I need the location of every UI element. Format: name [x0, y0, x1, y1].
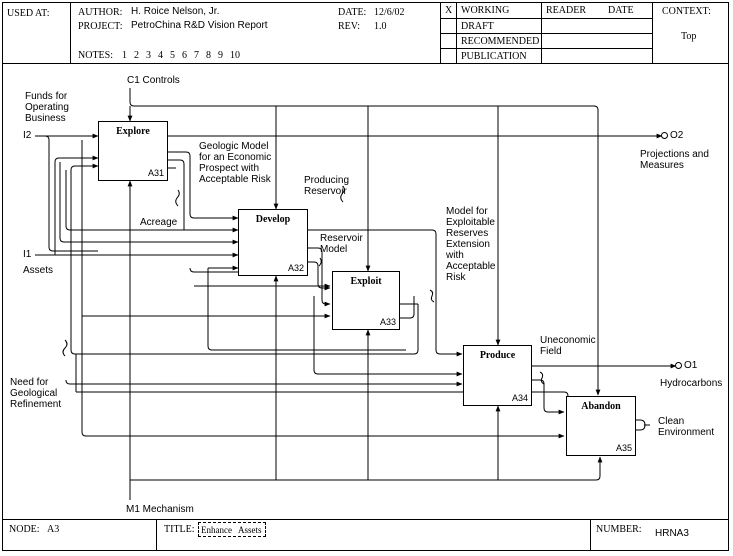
- box-title-exploit: Exploit: [350, 276, 382, 287]
- box-title-develop: Develop: [255, 214, 291, 225]
- activity-box-develop[interactable]: Develop A32: [238, 209, 308, 276]
- used-at-label: USED AT:: [7, 8, 50, 19]
- note-number: 4: [158, 50, 163, 61]
- arc-label-geologic-model: Geologic Model for an Economic Prospect …: [199, 141, 272, 185]
- output-clean-environment-label: Clean Environment: [658, 416, 715, 438]
- activity-box-explore[interactable]: Explore A31: [98, 121, 168, 181]
- diagram-frame: [2, 2, 729, 551]
- node-value: A3: [47, 524, 60, 535]
- author-value: H. Roice Nelson, Jr.: [131, 6, 220, 17]
- node-label: NODE:: [9, 524, 40, 535]
- input-i1-label: Assets: [23, 265, 54, 276]
- note-number: 3: [146, 50, 151, 61]
- input-i2-label: Funds for Operating Business: [25, 91, 69, 124]
- project-label: PROJECT:: [78, 21, 123, 32]
- box-title-produce: Produce: [479, 350, 516, 361]
- box-title-explore: Explore: [116, 126, 150, 137]
- output-o2-code: O2: [670, 130, 684, 141]
- box-number-a34: A34: [511, 393, 528, 403]
- status-recommended: RECOMMENDED: [461, 36, 540, 47]
- controls-label: C1 Controls: [127, 75, 180, 86]
- context-label: CONTEXT:: [662, 6, 711, 17]
- note-number: 10: [230, 50, 240, 61]
- arc-label-model-exploitable-reserves: Model for Exploitable Reserves Extension…: [446, 206, 496, 283]
- number-label: NUMBER:: [596, 524, 642, 535]
- author-label: AUTHOR:: [78, 7, 123, 18]
- reader-label: READER: [546, 5, 586, 16]
- arc-label-producing-reservoir: Producing Reservoir: [304, 175, 350, 197]
- note-number: 1: [122, 50, 127, 61]
- context-value: Top: [681, 31, 697, 42]
- box-number-a35: A35: [615, 443, 632, 453]
- arc-label-reservoir-model: Reservoir Model: [320, 233, 363, 255]
- title-label: TITLE:: [164, 524, 195, 535]
- note-number: 5: [170, 50, 175, 61]
- note-number: 9: [218, 50, 223, 61]
- input-i1-code: I1: [23, 249, 32, 260]
- rev-label: REV:: [338, 21, 361, 32]
- notes-label: NOTES:: [78, 50, 113, 61]
- rev-value: 1.0: [374, 21, 387, 32]
- arc-label-uneconomic-field: Uneconomic Field: [540, 335, 596, 357]
- header-divider: [2, 63, 729, 64]
- date-value: 12/6/02: [374, 7, 405, 18]
- status-draft: DRAFT: [461, 21, 494, 32]
- box-number-a32: A32: [287, 263, 304, 273]
- output-o1-label: Hydrocarbons: [660, 378, 723, 389]
- box-title-abandon: Abandon: [581, 401, 621, 412]
- arc-label-acreage: Acreage: [140, 217, 178, 228]
- note-number: 8: [206, 50, 211, 61]
- title-selection-box[interactable]: [198, 522, 266, 537]
- output-o2-label: Projections and Measures: [640, 149, 709, 171]
- title-word-assets: Assets: [238, 525, 262, 535]
- activity-box-abandon[interactable]: Abandon A35: [566, 396, 636, 456]
- box-number-a31: A31: [147, 168, 164, 178]
- project-value: PetroChina R&D Vision Report: [131, 20, 268, 31]
- activity-box-produce[interactable]: Produce A34: [463, 345, 532, 406]
- mechanism-label: M1 Mechanism: [126, 504, 194, 515]
- note-number: 2: [134, 50, 139, 61]
- input-i2-code: I2: [23, 130, 32, 141]
- date-label: DATE:: [338, 7, 367, 18]
- box-number-a33: A33: [379, 317, 396, 327]
- activity-box-exploit[interactable]: Exploit A33: [332, 271, 400, 330]
- note-number: 6: [182, 50, 187, 61]
- status-publication: PUBLICATION: [461, 51, 527, 62]
- status-mark: X: [445, 5, 453, 16]
- footer-divider: [2, 519, 729, 520]
- status-working: WORKING: [461, 5, 510, 16]
- output-o1-code: O1: [684, 360, 698, 371]
- title-word-enhance: Enhance: [201, 525, 232, 535]
- number-value: HRNA3: [655, 528, 689, 539]
- output-o1-connector: [675, 362, 682, 369]
- note-number: 7: [194, 50, 199, 61]
- reader-date-label: DATE: [608, 5, 634, 16]
- arc-label-need-for-refinement: Need for Geological Refinement: [10, 377, 62, 410]
- output-o2-connector: [661, 132, 668, 139]
